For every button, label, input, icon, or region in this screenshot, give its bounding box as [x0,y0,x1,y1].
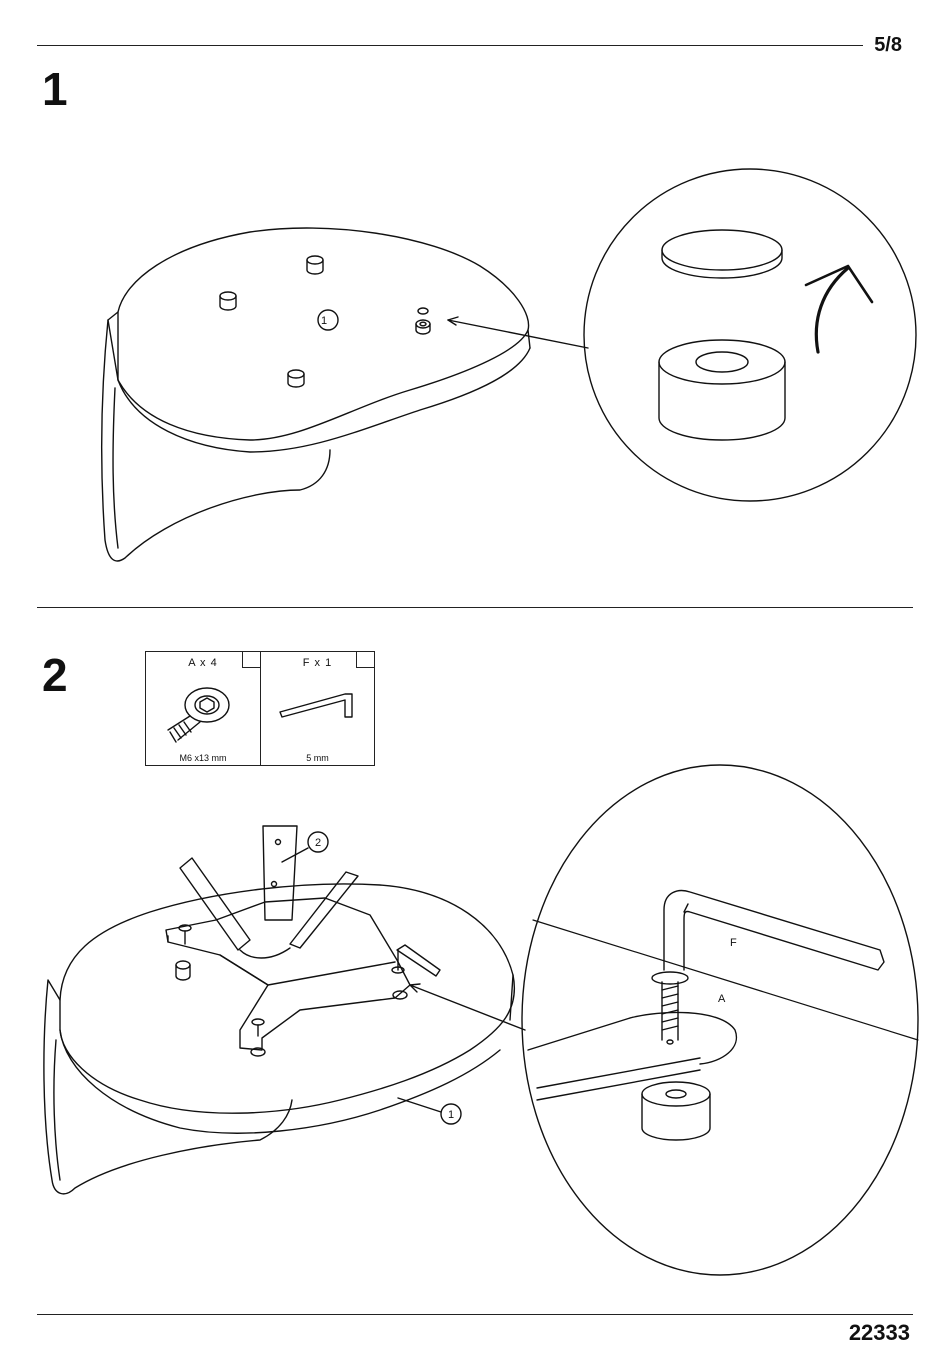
seat-step2-illustration [44,826,525,1194]
callout-text-1: 1 [321,315,327,327]
label-key-F: F [730,937,737,949]
bracket-part-2 [180,826,358,958]
document-number: 22333 [849,1320,910,1346]
label-screw-A: A [718,993,726,1005]
callout-text-2: 2 [315,837,321,849]
parts-list: A x 4 M6 x13 mm F x 1 5 mm [145,651,375,766]
section-divider [37,607,913,608]
checkbox-corner [356,652,374,668]
seat-step1-illustration [102,228,588,561]
rubber-foot [288,370,304,387]
detail-circle-step1 [584,169,916,501]
callout-text-1-step2: 1 [448,1109,454,1121]
spacer [176,961,190,980]
detail-circle-step2 [522,765,918,1275]
step-2-number: 2 [42,648,68,702]
part-size: M6 x13 mm [146,753,260,763]
part-size: 5 mm [261,753,374,763]
mounting-plate [166,898,410,1050]
part-cell-hex-key: F x 1 5 mm [261,652,374,765]
footer-rule [37,1314,913,1315]
checkbox-corner [242,652,260,668]
screw-step2 [179,925,191,944]
screw-step2 [252,1019,264,1036]
rubber-foot [220,292,236,310]
part-cell-screw: A x 4 M6 x13 mm [146,652,261,765]
rubber-foot-removed [416,308,430,334]
rubber-foot [307,256,323,274]
